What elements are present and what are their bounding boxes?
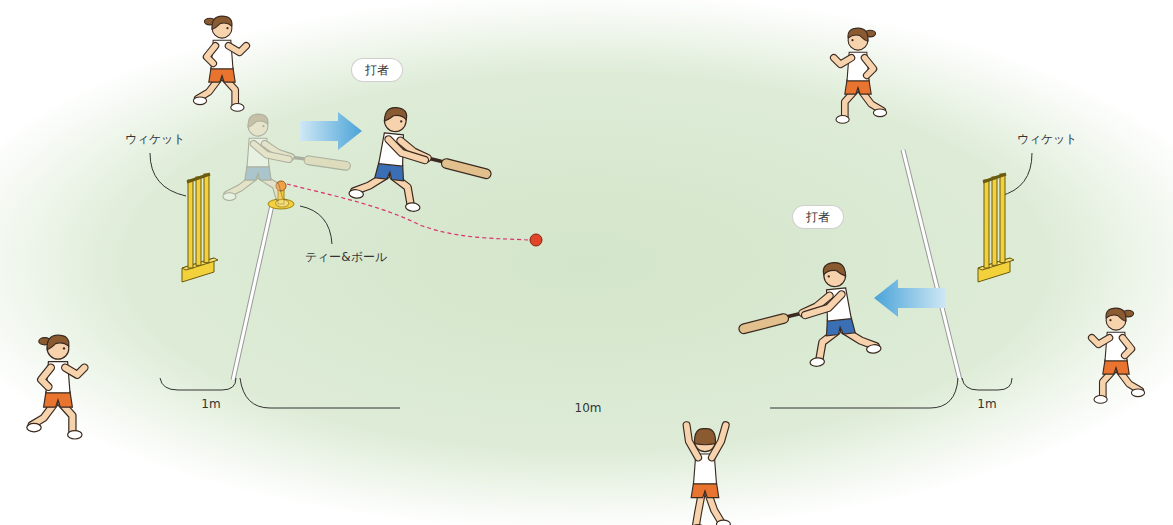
role-label: 打者 bbox=[806, 209, 830, 225]
batter-figure bbox=[738, 259, 882, 374]
dimension-label: 1m bbox=[977, 397, 996, 412]
fielder-figure bbox=[834, 28, 887, 123]
wicket bbox=[978, 174, 1014, 282]
fielder-figure bbox=[27, 335, 85, 439]
role-tag: 打者 bbox=[793, 206, 843, 228]
leader-line bbox=[300, 206, 332, 244]
crease-line bbox=[233, 205, 272, 380]
dimension-label: 1m bbox=[201, 397, 220, 412]
role-tag: 打者 bbox=[352, 59, 402, 81]
run-arrow bbox=[300, 112, 362, 150]
dimension-line bbox=[962, 378, 1012, 390]
fielder-figure bbox=[193, 16, 246, 111]
dimension-line bbox=[240, 378, 400, 408]
leader-line bbox=[150, 153, 186, 196]
tee-label: ティー&ボール bbox=[305, 250, 386, 265]
role-label: 打者 bbox=[365, 62, 389, 78]
dimension-line bbox=[160, 378, 236, 390]
wicket-label: ウィケット bbox=[125, 132, 185, 147]
run-arrow bbox=[874, 279, 946, 317]
fielder-figure bbox=[1092, 308, 1145, 403]
ball bbox=[530, 234, 542, 246]
dimension-label: 10m bbox=[575, 401, 602, 416]
crease-line bbox=[903, 150, 960, 380]
wicket-label: ウィケット bbox=[1017, 132, 1077, 147]
batter-figure bbox=[348, 104, 492, 219]
wicket bbox=[182, 174, 218, 282]
fielder-figure bbox=[687, 425, 731, 525]
dimension-line bbox=[770, 378, 958, 408]
